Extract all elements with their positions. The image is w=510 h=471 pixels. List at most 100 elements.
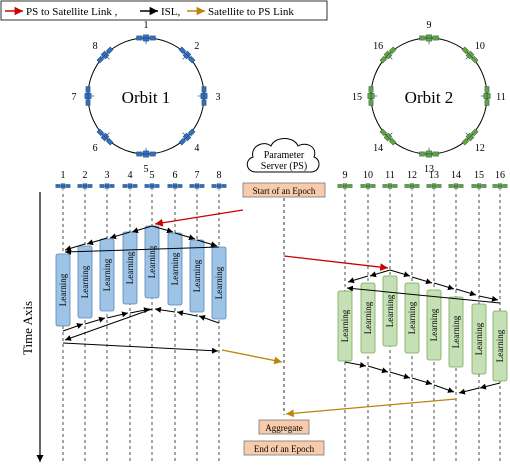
column-number: 15 (474, 170, 484, 181)
satellite-icon (461, 46, 479, 64)
column-number: 9 (343, 170, 348, 181)
orbit-sat-number: 14 (373, 143, 383, 154)
satellite-icon (419, 147, 439, 158)
orbit-sat-number: 13 (424, 164, 434, 175)
orbit-sat-number: 16 (373, 41, 383, 52)
column-number: 7 (195, 170, 200, 181)
svg-text:Learning: Learning (340, 309, 350, 342)
satellite-icon (136, 34, 156, 45)
svg-text:Learning: Learning (192, 259, 202, 292)
satellite-icon (379, 128, 397, 146)
satellite-icon (55, 183, 71, 191)
satellite-icon (492, 183, 508, 191)
learning-block: Learning (55, 253, 71, 327)
satellite-icon (471, 183, 487, 191)
learning-block: Learning (337, 290, 353, 362)
learning-block: Learning (77, 245, 93, 319)
satellite-icon (178, 46, 196, 64)
learning-block: Learning (99, 238, 115, 312)
legend-ps-to-sat: PS to Satellite Link , (26, 6, 118, 18)
learning-block: Learning (492, 310, 508, 382)
satellite-icon (178, 128, 196, 146)
column-number: 4 (128, 170, 133, 181)
column-number: 1 (61, 170, 66, 181)
satellite-icon (96, 46, 114, 64)
column-number: 5 (150, 170, 155, 181)
satellite-icon (167, 183, 183, 191)
learning-block: Learning (167, 232, 183, 306)
orbit-sat-number: 10 (475, 41, 485, 52)
orbit1-to-ps-link (221, 349, 283, 365)
satellite-icon (136, 147, 156, 158)
orbit-sat-number: 4 (194, 143, 199, 154)
learning-block: Learning (122, 231, 138, 305)
satellite-icon (426, 183, 442, 191)
satellite-icon (122, 183, 138, 191)
column-number: 8 (217, 170, 222, 181)
orbit-1-label: Orbit 1 (122, 88, 171, 107)
orbit-sat-number: 7 (72, 92, 77, 103)
satellite-icon (96, 128, 114, 146)
start-epoch-box: Start of an Epoch (242, 182, 326, 198)
orbit-2-label: Orbit 2 (405, 88, 454, 107)
svg-text:Learning: Learning (102, 258, 112, 291)
end-epoch-box: End of an Epoch (243, 440, 325, 456)
column-number: 13 (429, 170, 439, 181)
svg-text:Learning: Learning (170, 252, 180, 285)
orbit-sat-number: 12 (475, 143, 485, 154)
learning-block: Learning (189, 239, 205, 313)
learning-block: Learning (360, 282, 376, 354)
learning-block: Learning (144, 225, 160, 299)
column-number: 12 (407, 170, 417, 181)
ps-label-line1: Parameter (264, 150, 305, 161)
ps-to-orbit1-link (154, 209, 244, 227)
ps-label-line2: Server (PS) (261, 161, 307, 172)
satellite-icon (84, 86, 95, 106)
svg-text:Learning: Learning (407, 301, 417, 334)
svg-text:Learning: Learning (125, 251, 135, 284)
satellite-icon (99, 183, 115, 191)
orbit-sat-number: 11 (496, 92, 506, 103)
orbit-sat-number: 15 (352, 92, 362, 103)
orbit-2-satellites: 9 10 11 12 13 14 15 16 (352, 20, 506, 175)
satellite-icon (419, 34, 439, 45)
svg-text:Aggregate: Aggregate (265, 423, 302, 433)
learning-block: Learning (471, 303, 487, 375)
orbit-sat-number: 9 (427, 20, 432, 31)
satellite-icon (360, 183, 376, 191)
satellite-icon (480, 86, 491, 106)
column-number: 6 (173, 170, 178, 181)
svg-text:Learning: Learning (147, 245, 157, 278)
column-number: 11 (385, 170, 395, 181)
learning-block: Learning (382, 275, 398, 347)
satellite-icon (382, 183, 398, 191)
satellite-icon (404, 183, 420, 191)
satellite-icon (379, 46, 397, 64)
satellite-icon (337, 183, 353, 191)
svg-text:Start of an Epoch: Start of an Epoch (253, 186, 316, 196)
orbit-sat-number: 5 (144, 164, 149, 175)
satellite-icon (189, 183, 205, 191)
svg-text:Learning: Learning (363, 301, 373, 334)
satellite-icon (197, 86, 208, 106)
orbit-sat-number: 2 (194, 41, 199, 52)
learning-block: Learning (426, 289, 442, 361)
svg-text:Learning: Learning (214, 266, 224, 299)
orbit-sat-number: 1 (144, 20, 149, 31)
svg-text:Learning: Learning (474, 322, 484, 355)
svg-text:Learning: Learning (451, 315, 461, 348)
learning-block: Learning (404, 282, 420, 354)
isl-arrows (62, 225, 501, 395)
legend: PS to Satellite Link , ISL, Satellite to… (0, 0, 328, 21)
svg-text:Learning: Learning (80, 265, 90, 298)
svg-text:Learning: Learning (495, 329, 505, 362)
satellite-icon (367, 86, 378, 106)
column-number: 3 (105, 170, 110, 181)
orbit-sat-number: 3 (216, 92, 221, 103)
column-number: 10 (363, 170, 373, 181)
svg-text:End of an Epoch: End of an Epoch (254, 444, 315, 454)
learning-block: Learning (211, 246, 227, 320)
column-number: 14 (451, 170, 461, 181)
